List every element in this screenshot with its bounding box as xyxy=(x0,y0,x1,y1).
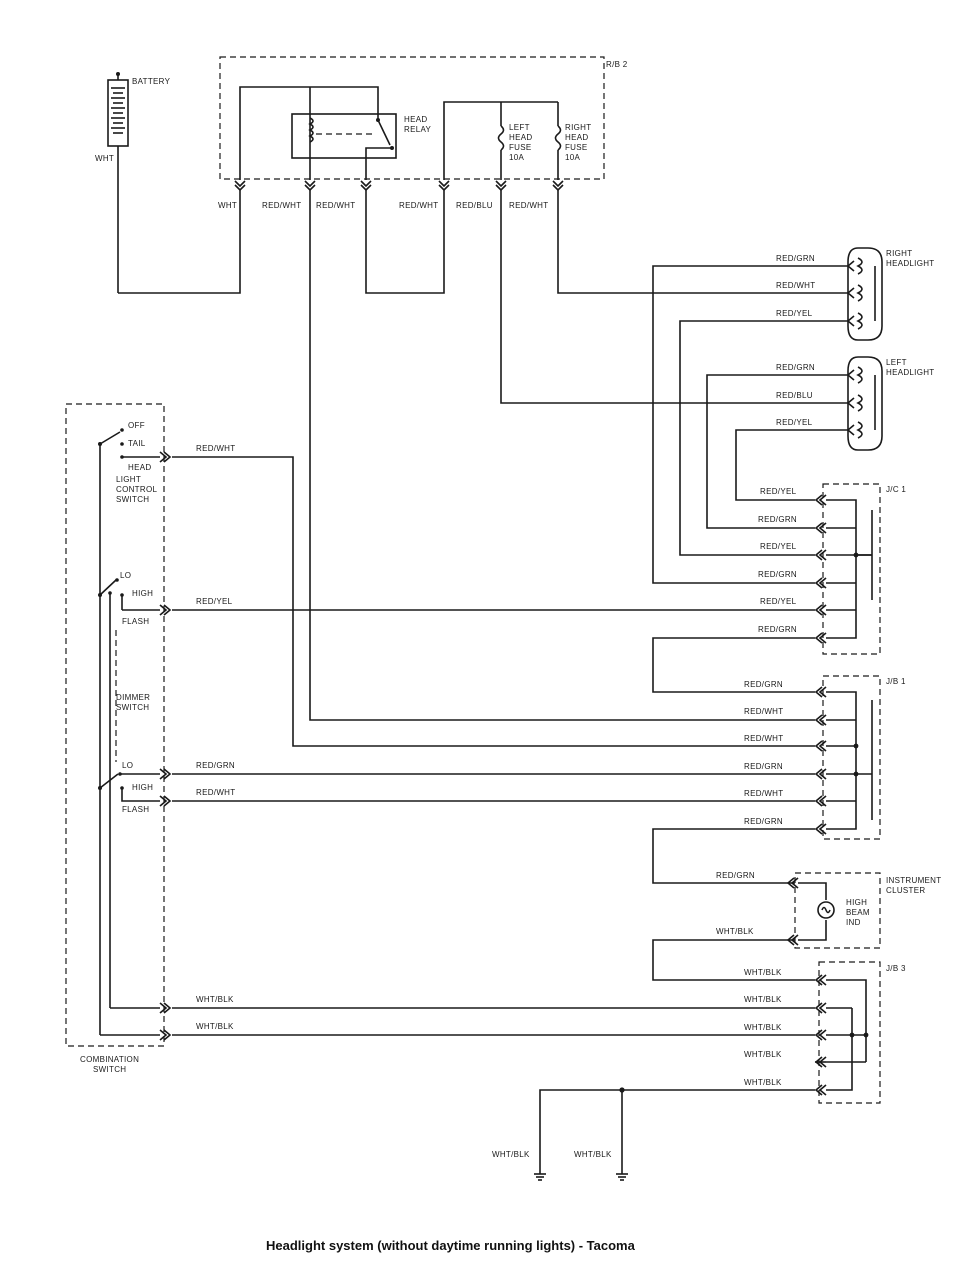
switch-tail-label: TAIL xyxy=(128,439,146,448)
jb3-wire-4: WHT/BLK xyxy=(744,1050,782,1059)
diagram-caption: Headlight system (without daytime runnin… xyxy=(266,1238,636,1253)
wire-label-top-2: RED/WHT xyxy=(262,201,301,210)
jb1-label: J/B 1 xyxy=(886,677,906,686)
jc1-wire-2: RED/GRN xyxy=(758,515,797,524)
wire-label-top-5: RED/BLU xyxy=(456,201,493,210)
left-headlight-label-1: LEFT xyxy=(886,358,907,367)
wires xyxy=(118,190,848,1168)
junction-block-jb3: J/B 3 xyxy=(815,961,906,1104)
rh-wire-3: RED/YEL xyxy=(776,309,813,318)
jb3-wire-3: WHT/BLK xyxy=(744,1023,782,1032)
right-headlight-label-1: RIGHT xyxy=(886,249,912,258)
wire-label-top-1: WHT xyxy=(218,201,237,210)
combination-switch: OFF TAIL HEAD LIGHT CONTROL SWITCH LO HI… xyxy=(65,403,172,1074)
ground-1-wire: WHT/BLK xyxy=(492,1150,530,1159)
jc1-label: J/C 1 xyxy=(886,485,906,494)
junction-connector-jc1: J/C 1 xyxy=(822,483,906,655)
dimmer-lo-label-2: LO xyxy=(122,761,133,770)
jb3-label: J/B 3 xyxy=(886,964,906,973)
relay-label-1: HEAD xyxy=(404,115,427,124)
jc1-wire-3: RED/YEL xyxy=(760,542,797,551)
ground-2 xyxy=(616,1168,628,1181)
switch-head-label: HEAD xyxy=(128,463,151,472)
light-control-label-2: CONTROL xyxy=(116,485,157,494)
cluster-wire-2: WHT/BLK xyxy=(716,927,754,936)
dimmer-flash-label-2: FLASH xyxy=(122,805,149,814)
left-fuse-label-1: LEFT xyxy=(509,123,530,132)
switch-head-wire: RED/WHT xyxy=(196,444,235,453)
light-control-label-1: LIGHT xyxy=(116,475,141,484)
combination-switch-label-2: SWITCH xyxy=(93,1065,126,1074)
switch-dim-high-wire: RED/YEL xyxy=(196,597,233,606)
dimmer-label-1: DIMMER xyxy=(116,693,150,702)
high-beam-label-1: HIGH xyxy=(846,898,867,907)
switch-gnd2-wire: WHT/BLK xyxy=(196,1022,234,1031)
lh-wire-1: RED/GRN xyxy=(776,363,815,372)
left-headlight: LEFT HEADLIGHT xyxy=(847,356,935,451)
jc1-wire-5: RED/YEL xyxy=(760,597,797,606)
right-headlight: RIGHT HEADLIGHT xyxy=(847,247,935,341)
high-beam-label-3: IND xyxy=(846,918,861,927)
dimmer-label-2: SWITCH xyxy=(116,703,149,712)
rh-wire-2: RED/WHT xyxy=(776,281,815,290)
jb1-wire-5: RED/WHT xyxy=(744,789,783,798)
wire-label-top-4: RED/WHT xyxy=(399,201,438,210)
relay-block-rb2: R/B 2 HEAD RELAY LEFT HEAD FUSE 10A RIGH… xyxy=(219,56,628,192)
left-fuse-label-4: 10A xyxy=(509,153,524,162)
ground-2-wire: WHT/BLK xyxy=(574,1150,612,1159)
battery: BATTERY WHT xyxy=(95,72,171,293)
right-fuse-label-2: HEAD xyxy=(565,133,588,142)
jc1-wire-6: RED/GRN xyxy=(758,625,797,634)
left-fuse-label-2: HEAD xyxy=(509,133,532,142)
dimmer-high-label-2: HIGH xyxy=(132,783,153,792)
jb3-wire-5: WHT/BLK xyxy=(744,1078,782,1087)
dimmer-high-label: HIGH xyxy=(132,589,153,598)
right-fuse-label-4: 10A xyxy=(565,153,580,162)
switch-gnd1-wire: WHT/BLK xyxy=(196,995,234,1004)
jc1-wire-4: RED/GRN xyxy=(758,570,797,579)
jb3-wire-2: WHT/BLK xyxy=(744,995,782,1004)
wire-label-top-3: RED/WHT xyxy=(316,201,355,210)
cluster-wire-1: RED/GRN xyxy=(716,871,755,880)
dimmer-flash-label: FLASH xyxy=(122,617,149,626)
right-fuse-label-3: FUSE xyxy=(565,143,588,152)
dimmer-lo-label: LO xyxy=(120,571,131,580)
battery-label: BATTERY xyxy=(132,77,171,86)
jb1-wire-6: RED/GRN xyxy=(744,817,783,826)
right-fuse-label-1: RIGHT xyxy=(565,123,591,132)
wire-label-top-6: RED/WHT xyxy=(509,201,548,210)
battery-wire-label: WHT xyxy=(95,154,114,163)
right-headlight-label-2: HEADLIGHT xyxy=(886,259,935,268)
switch-lo-wire: RED/GRN xyxy=(196,761,235,770)
jb3-wire-1: WHT/BLK xyxy=(744,968,782,977)
right-connector-chevrons xyxy=(786,260,855,1096)
high-beam-label-2: BEAM xyxy=(846,908,870,917)
cluster-label-2: CLUSTER xyxy=(886,886,925,895)
jc1-wire-1: RED/YEL xyxy=(760,487,797,496)
combination-switch-label-1: COMBINATION xyxy=(80,1055,139,1064)
switch-off-label: OFF xyxy=(128,421,145,430)
lh-wire-3: RED/YEL xyxy=(776,418,813,427)
instrument-cluster: INSTRUMENT CLUSTER HIGH BEAM IND xyxy=(794,872,941,949)
jb1-wire-3: RED/WHT xyxy=(744,734,783,743)
jb1-wire-2: RED/WHT xyxy=(744,707,783,716)
rb2-label: R/B 2 xyxy=(606,60,628,69)
jb1-wire-4: RED/GRN xyxy=(744,762,783,771)
switch-high2-wire: RED/WHT xyxy=(196,788,235,797)
junction-block-jb1: J/B 1 xyxy=(822,675,906,840)
left-headlight-label-2: HEADLIGHT xyxy=(886,368,935,377)
left-fuse-label-3: FUSE xyxy=(509,143,532,152)
light-control-label-3: SWITCH xyxy=(116,495,149,504)
relay-label-2: RELAY xyxy=(404,125,432,134)
cluster-label-1: INSTRUMENT xyxy=(886,876,941,885)
lh-wire-2: RED/BLU xyxy=(776,391,813,400)
jb1-wire-1: RED/GRN xyxy=(744,680,783,689)
rh-wire-1: RED/GRN xyxy=(776,254,815,263)
ground-1 xyxy=(534,1168,546,1181)
